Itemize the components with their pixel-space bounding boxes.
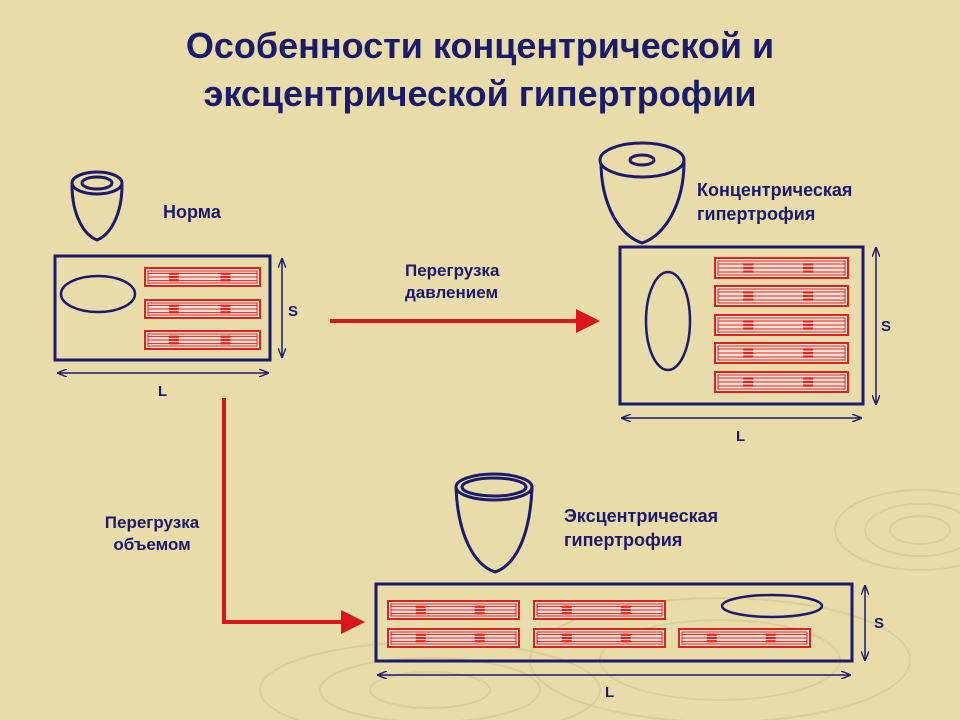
norm-heart-icon xyxy=(70,170,124,242)
title-line-2: эксцентрической гипертрофии xyxy=(203,73,757,114)
eccentric-cell xyxy=(374,582,854,663)
eccentric-label-line-1: Эксцентрическая xyxy=(564,506,718,526)
eccentric-s-label: S xyxy=(874,615,884,632)
concentric-label-line-1: Концентрическая xyxy=(697,180,852,200)
norm-fiber xyxy=(144,267,261,287)
norm-cell xyxy=(53,254,272,362)
norm-label: Норма xyxy=(163,202,222,222)
concentric-fiber xyxy=(714,285,849,307)
concentric-fiber xyxy=(714,314,849,336)
eccentric-cell-outline xyxy=(374,582,854,663)
concentric-fiber xyxy=(714,342,849,364)
concentric-cell xyxy=(618,245,865,406)
norm-fiber xyxy=(144,299,261,319)
concentric-label-line-2: гипертрофия xyxy=(697,204,815,224)
eccentric-nucleus-icon xyxy=(720,593,824,619)
eccentric-l-dimension: L xyxy=(378,675,850,701)
norm-s-dimension: S xyxy=(282,259,298,357)
eccentric-l-label: L xyxy=(605,684,614,701)
concentric-s-label: S xyxy=(881,318,891,335)
eccentric-heart-icon xyxy=(454,472,534,574)
pressure-overload-arrow: Перегрузка давлением xyxy=(330,261,600,333)
norm-l-label: L xyxy=(158,383,167,400)
eccentric-label-line-2: гипертрофия xyxy=(564,530,682,550)
concentric-l-label: L xyxy=(736,428,745,445)
norm-l-dimension: L xyxy=(58,373,268,400)
concentric-cell-outline xyxy=(618,245,865,406)
concentric-heart-icon xyxy=(598,141,686,245)
norm-cell-outline xyxy=(53,254,272,362)
eccentric-fiber xyxy=(678,628,811,648)
eccentric-fiber xyxy=(387,628,520,648)
page-title: Особенности концентрической и эксцентрич… xyxy=(0,22,960,118)
eccentric-s-dimension: S xyxy=(865,586,884,660)
norm-nucleus-icon xyxy=(59,274,137,314)
concentric-l-dimension: L xyxy=(622,418,861,445)
pressure-label-line-1: Перегрузка xyxy=(405,261,500,280)
eccentric-fiber xyxy=(387,600,520,620)
title-line-1: Особенности концентрической и xyxy=(185,25,775,66)
concentric-fiber xyxy=(714,371,849,393)
concentric-nucleus-icon xyxy=(644,270,692,372)
volume-label-line-2: объемом xyxy=(113,535,190,554)
norm-s-label: S xyxy=(288,303,298,320)
volume-label-line-1: Перегрузка xyxy=(105,513,200,532)
concentric-s-dimension: S xyxy=(876,248,891,404)
eccentric-fiber xyxy=(533,628,666,648)
pressure-label-line-2: давлением xyxy=(405,283,498,302)
norm-fiber xyxy=(144,330,261,350)
arrow-right-icon xyxy=(222,398,365,634)
eccentric-fiber xyxy=(533,600,666,620)
concentric-fiber xyxy=(714,257,849,279)
volume-overload-arrow: Перегрузка объемом xyxy=(105,398,365,634)
